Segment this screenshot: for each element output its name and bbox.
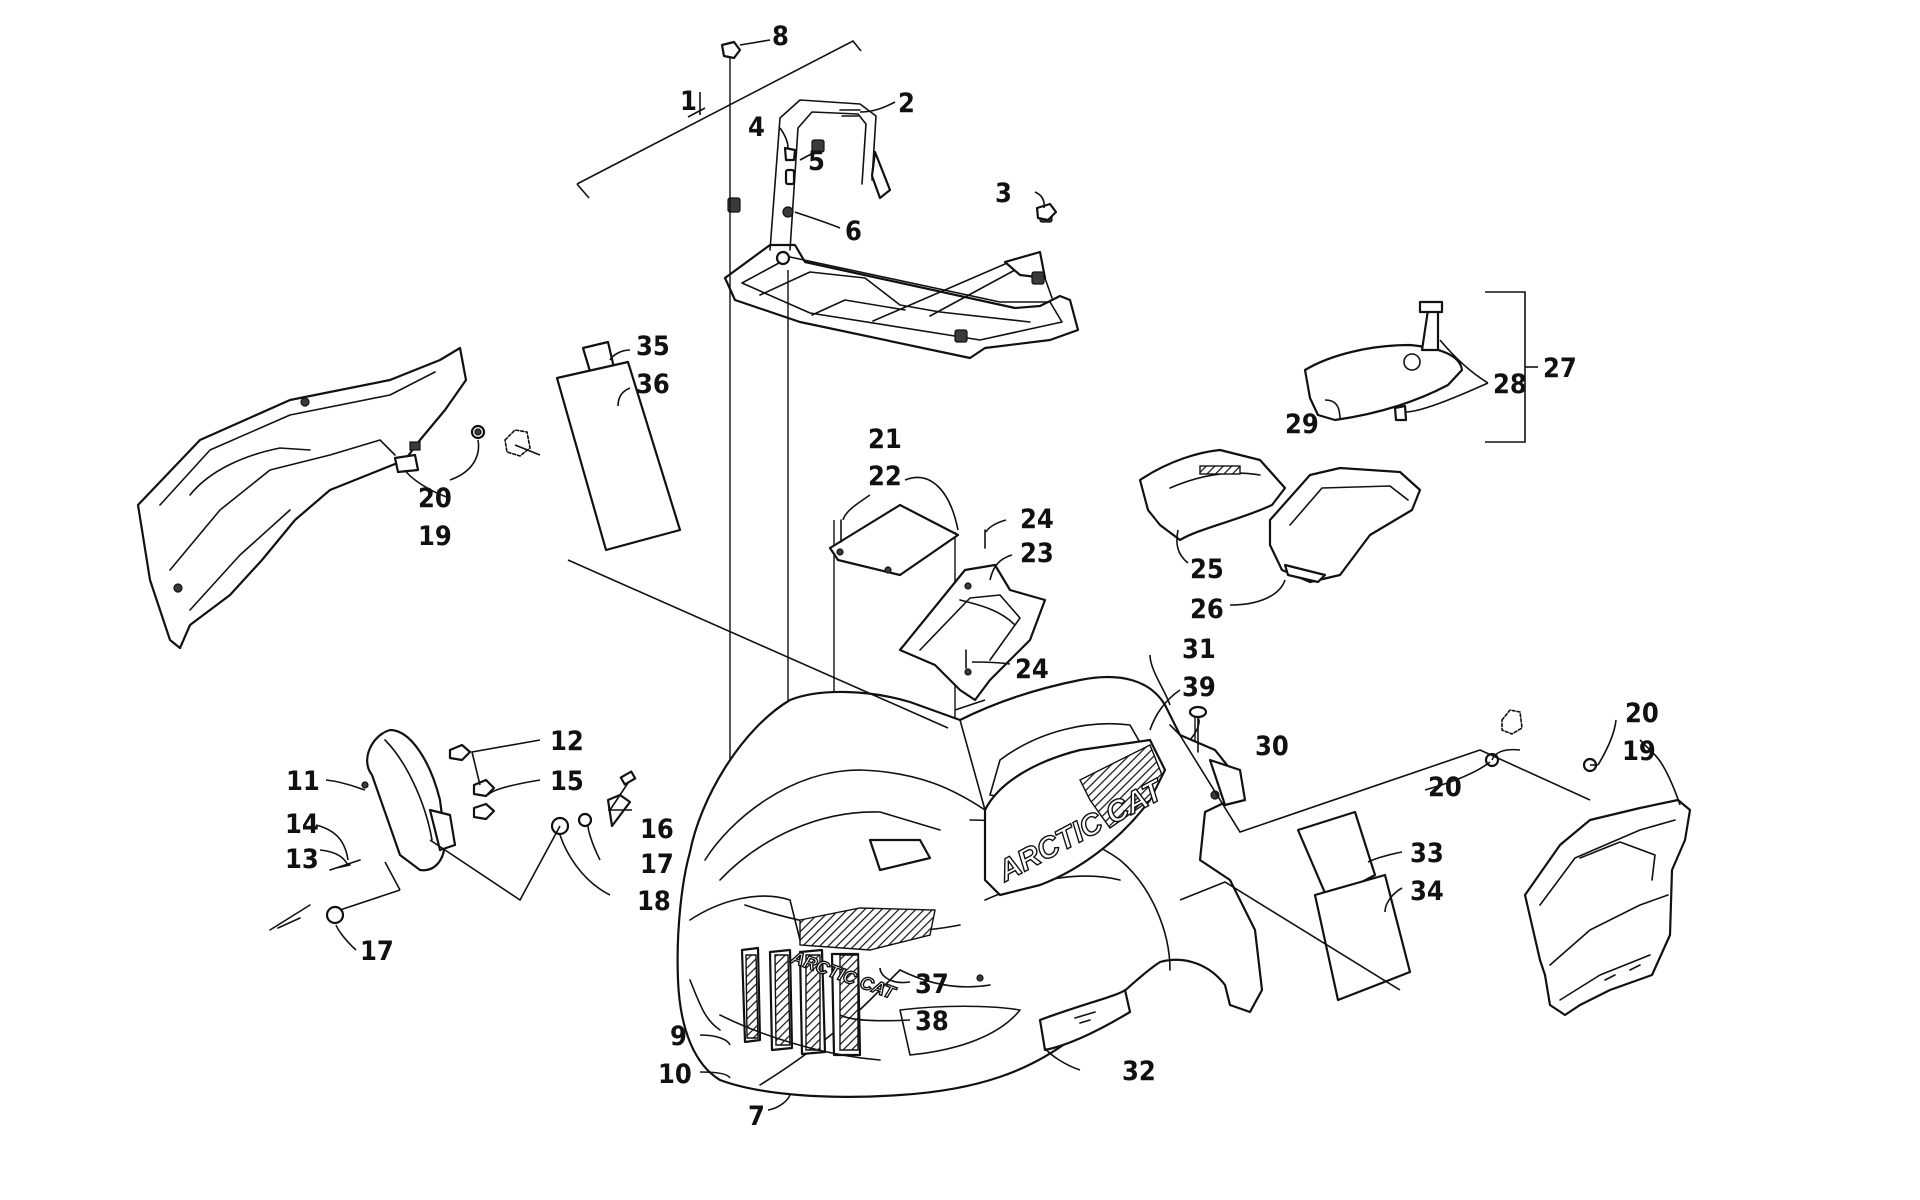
bracket-27 bbox=[1485, 291, 1538, 443]
headlight-11 bbox=[361, 728, 457, 872]
callout-5: 5 bbox=[808, 146, 825, 177]
storage-tray-25 bbox=[1138, 448, 1287, 542]
callout-37: 37 bbox=[915, 969, 949, 1000]
rack-fasteners bbox=[720, 40, 1058, 222]
decal-33-34 bbox=[1296, 810, 1412, 1002]
callout-3: 3 bbox=[995, 178, 1012, 209]
headlight-lines bbox=[339, 825, 561, 911]
callout-32: 32 bbox=[1122, 1056, 1156, 1087]
callout-39: 39 bbox=[1182, 672, 1216, 703]
callout-19-right: 19 bbox=[1622, 736, 1656, 767]
bolt-16 bbox=[609, 770, 637, 811]
callout-24-top: 24 bbox=[1020, 504, 1054, 535]
callout-33: 33 bbox=[1410, 838, 1444, 869]
rack-assembly-bracket bbox=[576, 39, 862, 199]
callout-12: 12 bbox=[550, 726, 584, 757]
callout-25: 25 bbox=[1190, 554, 1224, 585]
storage-box-26 bbox=[1268, 466, 1422, 584]
callout-17b: 17 bbox=[360, 936, 394, 967]
callout-22: 22 bbox=[868, 461, 902, 492]
callout-6: 6 bbox=[845, 216, 862, 247]
callout-leaders bbox=[315, 39, 1681, 1111]
left-side-panel bbox=[136, 346, 468, 650]
callout-18: 18 bbox=[637, 886, 671, 917]
right-grommets-20 bbox=[1484, 709, 1598, 773]
callout-labels: 1 2 3 4 5 6 7 8 9 10 11 12 13 14 15 16 1… bbox=[285, 21, 1659, 1132]
left-grommet-20 bbox=[470, 424, 541, 457]
callout-24-bottom: 24 bbox=[1015, 654, 1049, 685]
callout-10: 10 bbox=[658, 1059, 692, 1090]
callout-38: 38 bbox=[915, 1006, 949, 1037]
callout-36: 36 bbox=[636, 369, 670, 400]
callout-13: 13 bbox=[285, 844, 319, 875]
callout-20-left: 20 bbox=[418, 483, 452, 514]
storage-lid-29 bbox=[1303, 300, 1464, 422]
callout-15: 15 bbox=[550, 766, 584, 797]
callout-7: 7 bbox=[748, 1101, 765, 1132]
callout-17a: 17 bbox=[640, 849, 674, 880]
callout-20-right-b: 20 bbox=[1428, 772, 1462, 803]
callout-26: 26 bbox=[1190, 594, 1224, 625]
screws-22-24 bbox=[840, 519, 986, 669]
callout-35: 35 bbox=[636, 331, 670, 362]
callout-8: 8 bbox=[772, 21, 789, 52]
callout-4: 4 bbox=[748, 112, 765, 143]
callout-31: 31 bbox=[1182, 634, 1216, 665]
callout-9: 9 bbox=[670, 1021, 687, 1052]
callout-21: 21 bbox=[868, 424, 902, 455]
assembly-leaders bbox=[567, 559, 1591, 991]
callout-16: 16 bbox=[640, 814, 674, 845]
front-rack bbox=[723, 99, 1080, 360]
right-side-panel bbox=[1523, 798, 1692, 1017]
callout-1: 1 bbox=[680, 86, 697, 117]
push-rivet-30 bbox=[1188, 705, 1208, 753]
callout-30: 30 bbox=[1255, 731, 1289, 762]
callout-29: 29 bbox=[1285, 409, 1319, 440]
callout-11: 11 bbox=[286, 766, 320, 797]
callout-19-left: 19 bbox=[418, 521, 452, 552]
fender-decal-32 bbox=[1038, 988, 1132, 1052]
callout-2: 2 bbox=[898, 88, 915, 119]
callout-20-right-a: 20 bbox=[1625, 698, 1659, 729]
callout-34: 34 bbox=[1410, 876, 1444, 907]
callout-14: 14 bbox=[285, 809, 319, 840]
callout-28: 28 bbox=[1493, 369, 1527, 400]
callout-27: 27 bbox=[1543, 353, 1577, 384]
decal-35-36 bbox=[555, 340, 682, 552]
center-cover-23 bbox=[898, 563, 1047, 702]
plate-21 bbox=[828, 503, 960, 577]
callout-23: 23 bbox=[1020, 538, 1054, 569]
